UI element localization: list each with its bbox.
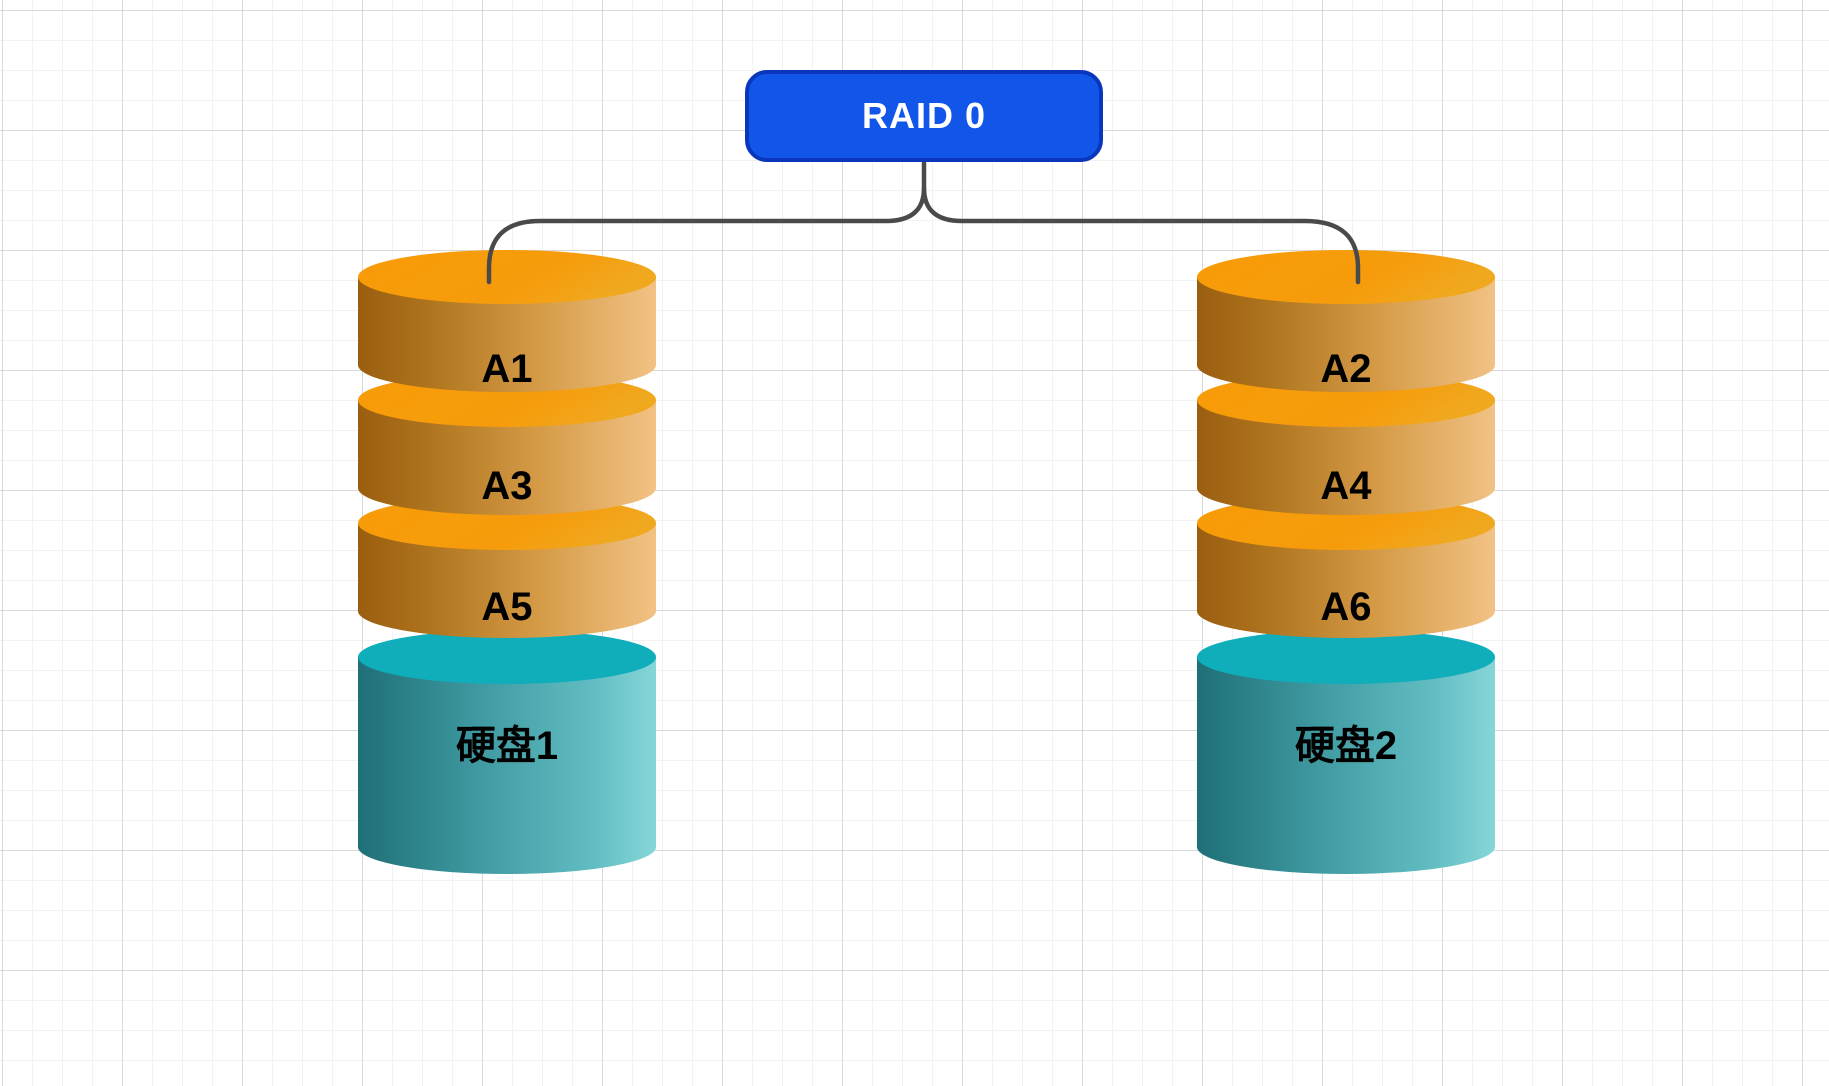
- raid-node-label: RAID 0: [861, 95, 987, 136]
- block-label: A1: [481, 347, 532, 391]
- disk-label: 硬盘2: [1295, 723, 1397, 768]
- block-a4[interactable]: A4: [1197, 373, 1495, 515]
- disk-cylinder-1[interactable]: 硬盘1: [358, 630, 656, 874]
- block-label: A5: [481, 585, 532, 629]
- disk-cylinder-2[interactable]: 硬盘2: [1197, 630, 1495, 874]
- block-label: A4: [1320, 464, 1372, 508]
- block-a1[interactable]: A1: [358, 250, 656, 392]
- block-label: A3: [481, 464, 532, 508]
- disk-label: 硬盘1: [456, 723, 558, 768]
- disk-stack-2[interactable]: 硬盘2 A6 A4 A2: [1186, 220, 1506, 880]
- block-a2[interactable]: A2: [1197, 250, 1495, 392]
- block-a3[interactable]: A3: [358, 373, 656, 515]
- block-label: A2: [1320, 347, 1371, 391]
- block-a5[interactable]: A5: [358, 496, 656, 638]
- block-label: A6: [1320, 585, 1371, 629]
- block-a6[interactable]: A6: [1197, 496, 1495, 638]
- raid-node[interactable]: RAID 0: [745, 70, 1103, 162]
- disk-stack-1[interactable]: 硬盘1 A5 A3 A1: [347, 220, 667, 880]
